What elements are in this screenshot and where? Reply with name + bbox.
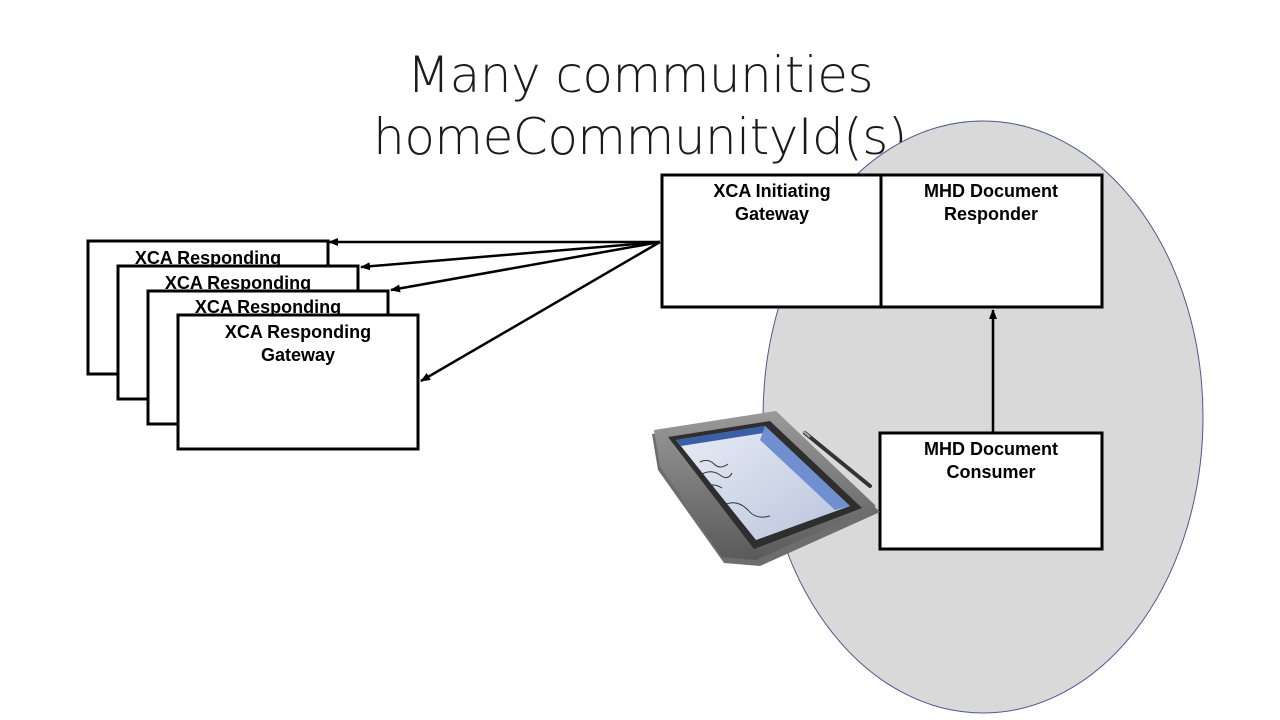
arrow-to-responding-gateway-3 xyxy=(390,240,661,293)
mhd-document-consumer-label-line-2: Consumer xyxy=(946,462,1035,482)
title-line-1: Many communities xyxy=(406,46,874,104)
mhd-document-responder-label-line-1: MHD Document xyxy=(924,181,1058,201)
mhd-document-responder-label-line-2: Responder xyxy=(944,204,1038,224)
tablet-pc-icon xyxy=(652,411,880,566)
arrow-to-responding-gateway-4 xyxy=(420,240,661,383)
xca-responding-gateway-1-label: XCA Responding xyxy=(135,248,281,268)
mhd-document-responder: MHD Document Responder xyxy=(879,173,1104,309)
title-line-2: homeCommunityId(s) xyxy=(373,108,907,166)
xca-initiating-gateway: XCA Initiating Gateway xyxy=(660,173,884,309)
xca-responding-gateway-4-label-line-1: XCA Responding xyxy=(225,322,371,342)
xca-responding-gateway-2-label: XCA Responding xyxy=(165,273,311,293)
xca-responding-gateway-4-label-line-2: Gateway xyxy=(261,345,335,365)
mhd-document-consumer-label-line-1: MHD Document xyxy=(924,439,1058,459)
mhd-document-consumer: MHD Document Consumer xyxy=(878,431,1104,551)
xca-responding-gateway-4: XCA Responding Gateway xyxy=(176,313,420,451)
xca-responding-gateway-3-label: XCA Responding xyxy=(195,297,341,317)
xca-initiating-gateway-label-line-1: XCA Initiating xyxy=(713,181,830,201)
slide-title: Many communities homeCommunityId(s) xyxy=(340,44,940,168)
xca-initiating-gateway-label-line-2: Gateway xyxy=(735,204,809,224)
arrow-to-responding-gateway-2 xyxy=(360,240,661,271)
